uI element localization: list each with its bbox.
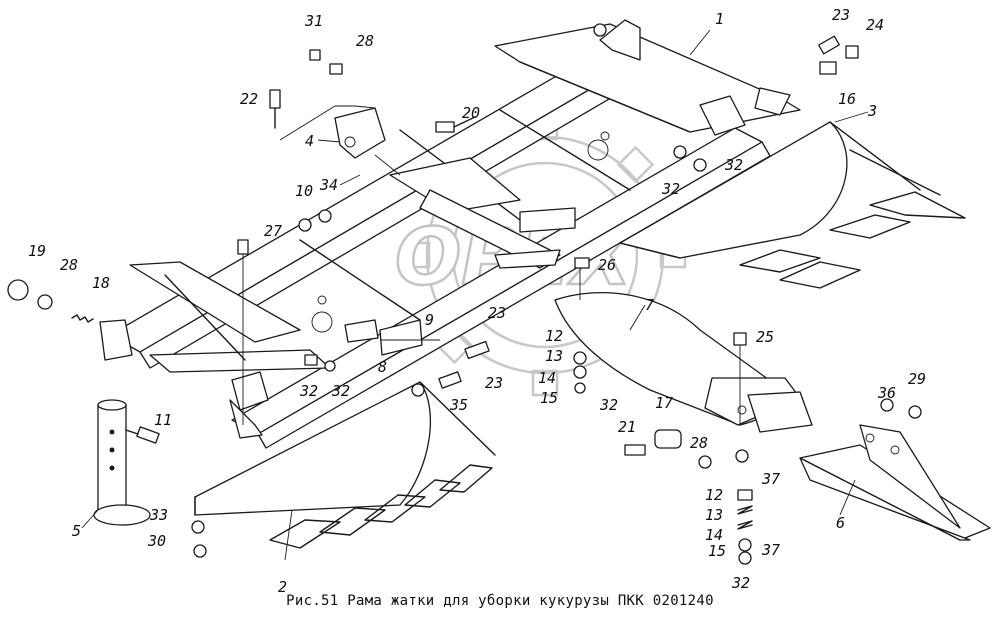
central-divider [554, 292, 813, 433]
callout-23b: 23 [488, 304, 506, 322]
callout-33: 33 [149, 506, 168, 524]
callout-19: 19 [28, 242, 46, 260]
callout-28c: 28 [690, 434, 708, 452]
callout-17: 17 [655, 394, 673, 412]
callout-20: 20 [462, 104, 480, 122]
callout-25: 25 [756, 328, 774, 346]
callout-23c: 23 [485, 374, 503, 392]
callout-34: 34 [319, 176, 338, 194]
bracket [334, 107, 386, 159]
leader-lines [81, 29, 869, 561]
callout-labels: 1 2 3 4 5 6 7 8 9 10 11 12 12 13 13 14 1… [28, 6, 926, 596]
callout-21: 21 [618, 418, 636, 436]
callout-14b: 14 [705, 526, 723, 544]
callout-1: 1 [715, 10, 724, 28]
callout-7: 7 [645, 296, 654, 314]
callout-32f: 32 [731, 574, 750, 592]
right-divider [619, 121, 966, 289]
callout-12b: 12 [705, 486, 723, 504]
callout-4: 4 [305, 132, 314, 150]
callout-5: 5 [72, 522, 81, 540]
callout-30: 30 [147, 532, 166, 550]
callout-32d: 32 [331, 382, 350, 400]
support-stand [93, 399, 151, 526]
callout-8: 8 [378, 358, 387, 376]
callout-28a: 28 [356, 32, 374, 50]
callout-26: 26 [598, 256, 616, 274]
callout-32e: 32 [599, 396, 618, 414]
hardware-set [7, 35, 922, 565]
callout-22: 22 [240, 90, 258, 108]
callout-15b: 15 [708, 542, 726, 560]
callout-31: 31 [304, 12, 323, 30]
callout-35: 35 [449, 396, 468, 414]
callout-14a: 14 [538, 369, 556, 387]
callout-29: 29 [908, 370, 926, 388]
callout-11: 11 [154, 411, 172, 429]
callout-13a: 13 [545, 347, 563, 365]
callout-18: 18 [92, 274, 110, 292]
callout-37a: 37 [761, 470, 780, 488]
callout-27: 27 [264, 222, 282, 240]
callout-24: 24 [866, 16, 884, 34]
callout-9: 9 [425, 311, 434, 329]
callout-32c: 32 [299, 382, 318, 400]
callout-23a: 23 [832, 6, 850, 24]
figure-caption: Рис.51 Рама жатки для уборки кукурузы ПК… [286, 593, 714, 609]
callout-12a: 12 [545, 327, 563, 345]
callout-32a: 32 [724, 156, 743, 174]
callout-28b: 28 [60, 256, 78, 274]
callout-15a: 15 [540, 389, 558, 407]
callout-10: 10 [295, 182, 313, 200]
callout-6: 6 [836, 514, 845, 532]
callout-16: 16 [838, 90, 856, 108]
main-frame [99, 19, 801, 449]
callout-37b: 37 [761, 541, 780, 559]
callout-13b: 13 [705, 506, 723, 524]
callout-32b: 32 [661, 180, 680, 198]
nose-divider [799, 424, 991, 541]
callout-3: 3 [867, 102, 877, 120]
callout-36: 36 [877, 384, 896, 402]
callout-2: 2 [278, 578, 287, 596]
